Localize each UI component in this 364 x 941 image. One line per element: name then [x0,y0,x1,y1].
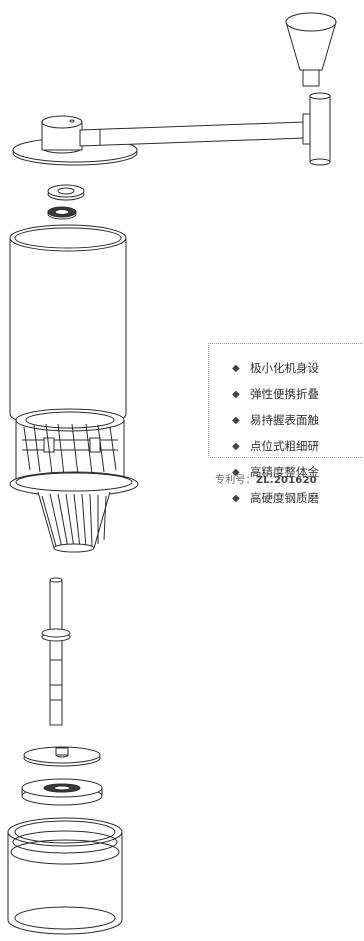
feature-text: 高硬度钢质磨 [250,491,319,505]
feature-item: ◆ 极小化机身设 [232,355,364,381]
feature-item: ◆ 高硬度钢质磨 [232,485,364,511]
diamond-bullet-icon: ◆ [232,388,240,400]
adjustment-nut [21,778,103,806]
feature-box [208,343,364,458]
feature-item: ◆ 高精度整体金 [232,459,364,485]
feature-text: 易持握表面触 [250,413,319,427]
crank-knob [285,12,337,166]
patent-number: 专利号：ZL.201620 [215,471,317,486]
patent-label: 专利号： [215,475,256,486]
feature-item: ◆ 弹性便携折叠 [232,381,364,407]
inner-burr [9,471,139,553]
feature-item: ◆ 易持握表面触 [232,407,364,433]
feature-text: 高精度整体金 [250,465,319,479]
crank-handle [12,113,314,166]
drive-shaft [41,577,71,726]
diamond-bullet-icon: ◆ [232,492,240,504]
diamond-bullet-icon: ◆ [232,440,240,452]
diamond-bullet-icon: ◆ [232,362,240,374]
feature-item: ◆ 点位式粗细研 [232,433,364,459]
diamond-bullet-icon: ◆ [232,466,240,478]
feature-text: 极小化机身设 [250,361,319,375]
feature-text: 弹性便携折叠 [250,387,319,401]
washers [47,184,85,220]
body-cylinder [9,224,127,428]
outer-burr [15,408,125,490]
diamond-bullet-icon: ◆ [232,414,240,426]
adjustment-disc [23,746,101,767]
feature-list: ◆ 极小化机身设 ◆ 弹性便携折叠 ◆ 易持握表面触 ◆ 点位式粗细研 ◆ 高精… [232,355,364,511]
catch-jar [7,817,123,935]
feature-text: 点位式粗细研 [250,439,319,453]
patent-value: ZL.201620 [255,475,317,486]
